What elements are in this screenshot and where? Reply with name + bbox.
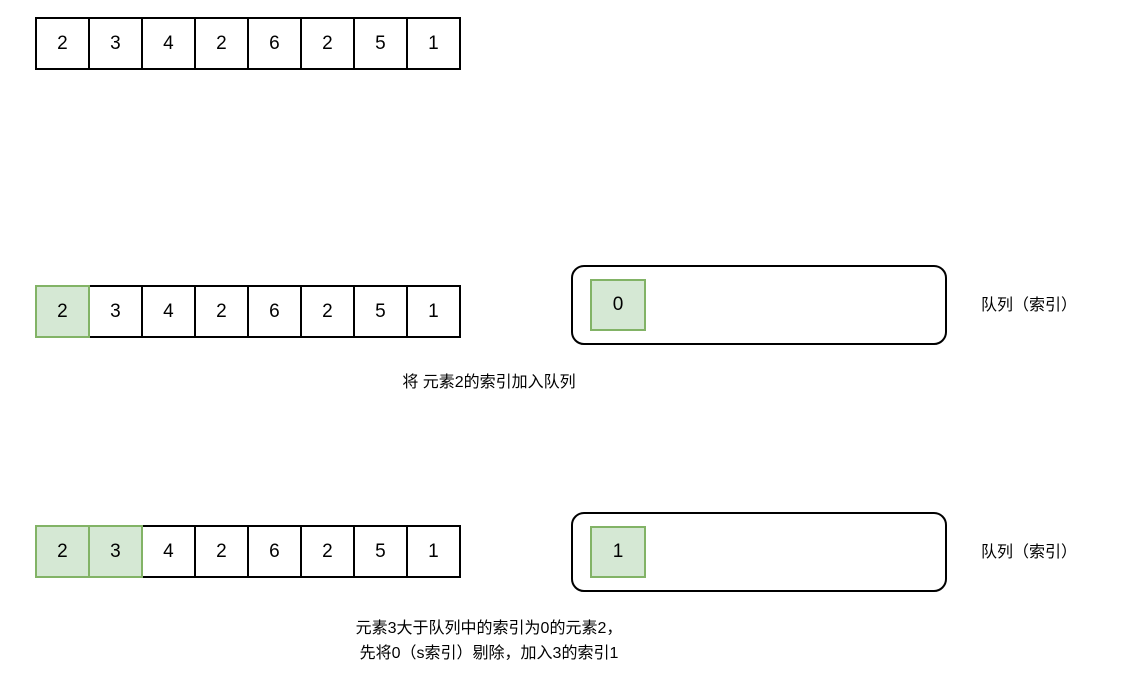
array-cell: 4 — [141, 17, 196, 70]
array-cell: 2 — [300, 525, 355, 578]
array-cell: 5 — [353, 17, 408, 70]
queue-step1: 0 — [571, 265, 947, 345]
array-cell: 4 — [141, 525, 196, 578]
array-cell-highlighted: 3 — [88, 525, 143, 578]
queue-item: 0 — [590, 279, 646, 331]
array-cell: 1 — [406, 285, 461, 338]
queue-step2: 1 — [571, 512, 947, 592]
array-cell-highlighted: 2 — [35, 285, 90, 338]
array-cell: 5 — [353, 525, 408, 578]
array-step2: 2 3 4 2 6 2 5 1 — [35, 525, 461, 578]
array-cell: 6 — [247, 285, 302, 338]
array-cell: 3 — [88, 285, 143, 338]
array-cell: 2 — [194, 17, 249, 70]
queue-item: 1 — [590, 526, 646, 578]
array-cell: 1 — [406, 525, 461, 578]
queue-label-step1: 队列（索引） — [981, 297, 1078, 314]
caption-step2: 元素3大于队列中的索引为0的元素2， 先将0（s索引）剔除，加入3的索引1 — [355, 620, 623, 662]
array-cell: 4 — [141, 285, 196, 338]
array-cell: 2 — [300, 17, 355, 70]
caption-step1: 将 元素2的索引加入队列 — [402, 374, 576, 391]
array-cell: 6 — [247, 525, 302, 578]
array-step1: 2 3 4 2 6 2 5 1 — [35, 285, 461, 338]
array-cell: 2 — [194, 525, 249, 578]
array-cell-highlighted: 2 — [35, 525, 90, 578]
array-initial: 2 3 4 2 6 2 5 1 — [35, 17, 461, 70]
array-cell: 6 — [247, 17, 302, 70]
queue-label-step2: 队列（索引） — [981, 544, 1078, 561]
array-cell: 3 — [88, 17, 143, 70]
array-cell: 2 — [300, 285, 355, 338]
array-cell: 5 — [353, 285, 408, 338]
array-cell: 2 — [35, 17, 90, 70]
array-cell: 2 — [194, 285, 249, 338]
array-cell: 1 — [406, 17, 461, 70]
